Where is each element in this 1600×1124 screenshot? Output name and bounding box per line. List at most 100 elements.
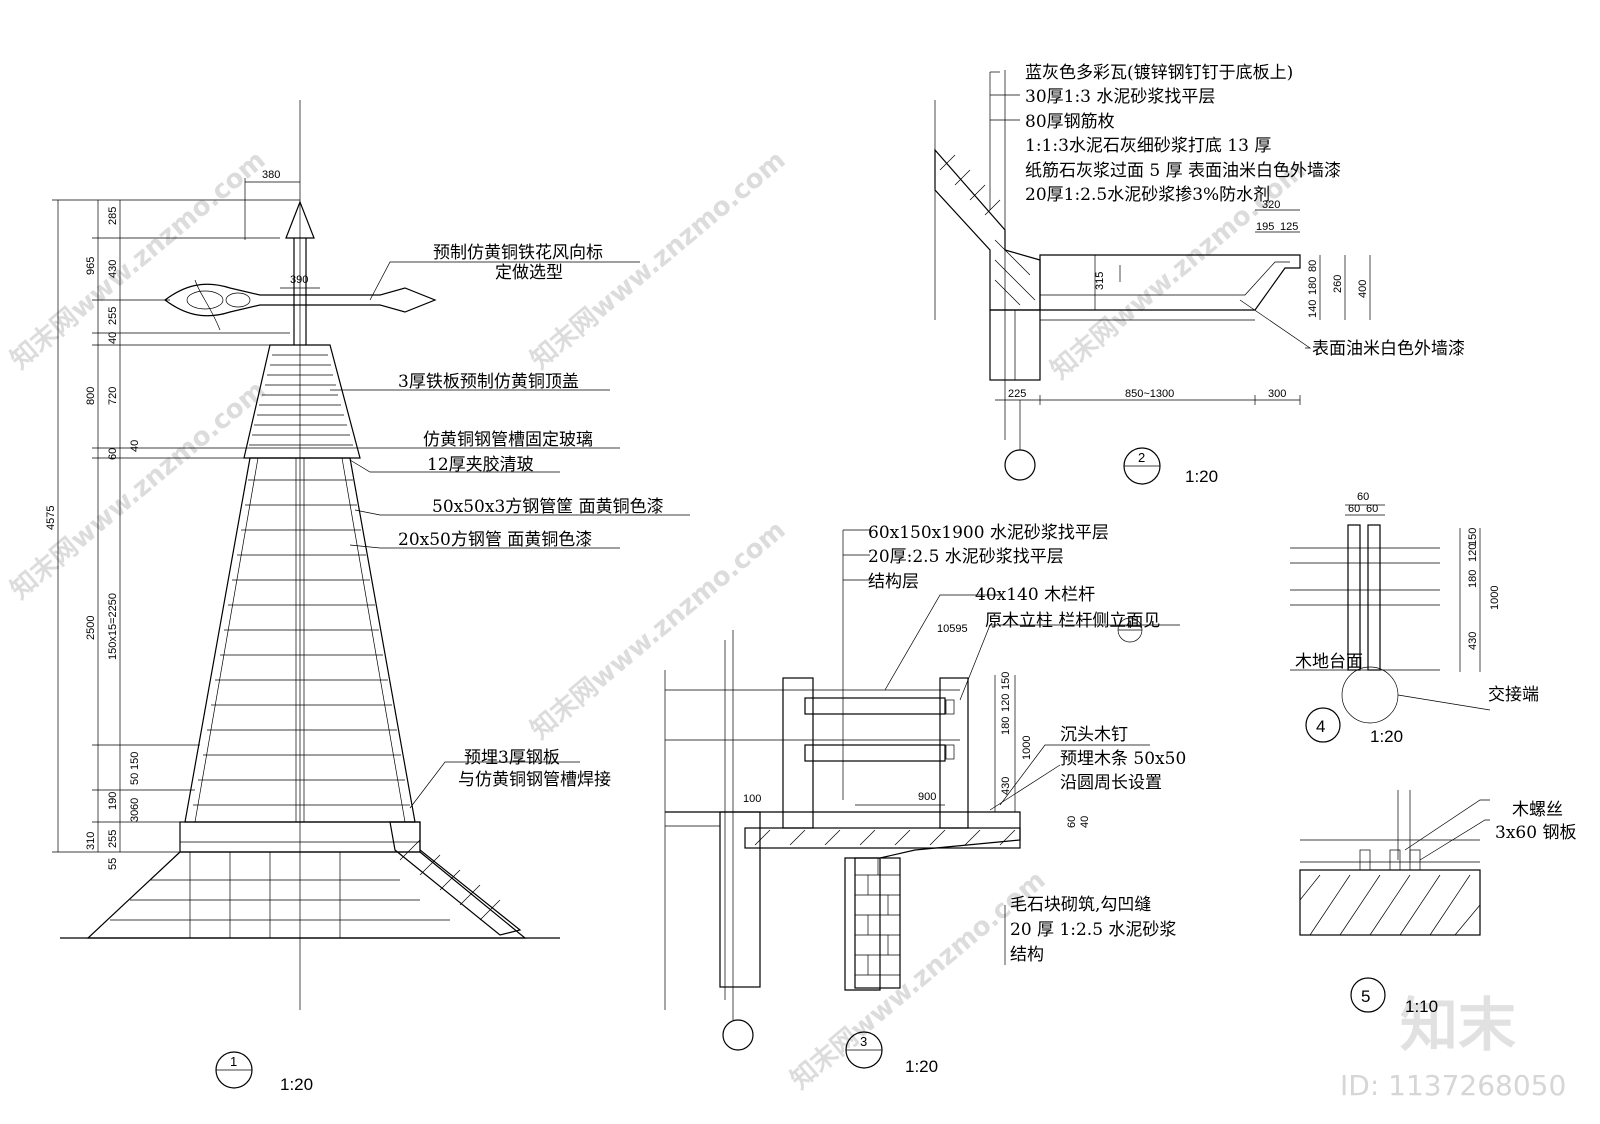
note-glass-channel: 仿黄铜钢管槽固定玻璃 [423, 430, 593, 450]
dim-60b: 60 [129, 798, 141, 810]
dim-55: 55 [107, 858, 119, 870]
detail-3-scale: 1:20 [905, 1057, 938, 1076]
dim-180: 180 [1307, 277, 1319, 295]
dim-430: 430 [1467, 632, 1479, 650]
note-waterproof: 20厚1:2.5水泥砂浆掺3%防水剂 [1025, 185, 1270, 205]
dim-225: 225 [1008, 388, 1026, 400]
dim-2250: 150x15=2250 [107, 593, 119, 660]
note-rubble-masonry: 毛石块砌筑,勾凹缝 [1010, 895, 1151, 915]
note-wood-rail: 40x140 木栏杆 [975, 585, 1095, 605]
dim-2500: 2500 [85, 616, 97, 640]
dim-260: 260 [1332, 275, 1344, 293]
dim-60a: 60 [1348, 503, 1360, 515]
note-frame-tube: 50x50x3方钢管筐 面黄铜色漆 [432, 497, 664, 517]
dim-10595: 10595 [937, 623, 968, 635]
dim-1000: 1000 [1489, 586, 1501, 610]
note-base-coat: 1:1:3水泥石灰细砂浆打底 13 厚 [1025, 136, 1271, 156]
brand-logo: 知末 [1400, 991, 1516, 1059]
dim-180: 180 [1000, 717, 1012, 735]
note-rib-tube: 20x50方钢管 面黄铜色漆 [398, 530, 592, 550]
dim-190: 190 [107, 792, 119, 810]
detail-4-joint: 60 60 60 150 120 180 430 1000 木地台面 交接端 4… [1290, 491, 1539, 746]
brand-id: ID: 1137268050 [1340, 1069, 1566, 1102]
detail-4-scale: 1:20 [1370, 727, 1403, 746]
detail-5-scale: 1:10 [1405, 997, 1438, 1016]
dim-125: 125 [1280, 221, 1298, 233]
note-embed-plate: 预埋3厚钢板 [464, 748, 560, 768]
note-vane: 预制仿黄铜铁花风向标 [433, 243, 603, 263]
detail-2-scale: 1:20 [1185, 467, 1218, 486]
note-cap: 3厚铁板预制仿黄铜顶盖 [398, 372, 579, 392]
detail-3-deck: 900 100 10595 150 120 180 1000 430 60 40… [664, 523, 1186, 1076]
dim-60: 60 [1066, 816, 1078, 828]
dim-965: 965 [85, 257, 97, 275]
detail-4-number: 4 [1316, 717, 1325, 736]
detail-2-eave: 225 850~1300 300 320 195 125 315 180 80 … [934, 63, 1465, 486]
note-embedded-strip: 预埋木条 50x50 [1060, 749, 1186, 769]
dim-40a: 40 [107, 332, 119, 344]
dim-850: 850~1300 [1125, 388, 1174, 400]
note-railing-top: 60x150x1900 水泥砂浆找平层 [868, 523, 1109, 543]
note-wood-screw: 木螺丝 [1512, 800, 1563, 820]
dim-150: 150 [129, 752, 141, 770]
detail-1-spire: 4575 965 285 430 255 40 800 720 60 40 25… [45, 100, 690, 1094]
ref-detail-4: 4 [1126, 619, 1132, 631]
note-steel-plate: 3x60 钢板 [1495, 823, 1576, 843]
note-embed-plate-2: 与仿黄铜钢管槽焊接 [458, 770, 611, 790]
dim-400: 400 [1357, 280, 1369, 298]
detail-5-number: 5 [1361, 987, 1370, 1006]
dim-310: 310 [85, 832, 97, 850]
note-vane-2: 定做选型 [495, 263, 563, 283]
dim-180: 180 [1467, 570, 1479, 588]
dim-60b: 60 [1366, 503, 1378, 515]
dim-100: 100 [743, 793, 761, 805]
note-mortar: 20 厚 1:2.5 水泥砂浆 [1010, 920, 1176, 940]
dim-total: 4575 [45, 506, 57, 530]
dim-315: 315 [1094, 272, 1106, 290]
dim-60: 60 [1357, 491, 1369, 503]
dim-720: 720 [107, 387, 119, 405]
dim-285: 285 [107, 207, 119, 225]
note-log-post: 原木立柱 栏杆侧立面见 [985, 611, 1160, 631]
dim-150: 150 [1000, 672, 1012, 690]
note-screed: 30厚1:3 水泥砂浆找平层 [1025, 87, 1215, 107]
detail-3-number: 3 [860, 1034, 867, 1049]
dim-430: 430 [107, 260, 119, 278]
note-screed-layer: 20厚:2.5 水泥砂浆找平层 [868, 547, 1064, 567]
dim-1000: 1000 [1021, 736, 1033, 760]
dim-120: 120 [1000, 694, 1012, 712]
dim-255: 255 [107, 307, 119, 325]
dim-255b: 255 [107, 830, 119, 848]
dim-60: 60 [107, 448, 119, 460]
note-structure: 结构 [1010, 945, 1044, 965]
note-tile: 蓝灰色多彩瓦(镀锌钢钉钉于底板上) [1025, 63, 1293, 83]
dim-195: 195 [1256, 221, 1274, 233]
note-paint: 表面油米白色外墙漆 [1312, 339, 1465, 359]
note-glass: 12厚夹胶清玻 [427, 455, 534, 475]
dim-80: 80 [1307, 260, 1319, 272]
note-joint-end: 交接端 [1488, 685, 1539, 705]
dim-320: 320 [1262, 199, 1280, 211]
detail-5-deck-joint: 木螺丝 3x60 钢板 5 1:10 [1299, 790, 1576, 1016]
detail-1-number: 1 [230, 1054, 237, 1069]
dim-380: 380 [262, 169, 280, 181]
dim-900: 900 [918, 791, 936, 803]
note-countersunk-nail: 沉头木钉 [1060, 725, 1128, 745]
watermark: 知末网www.znzmo.com [5, 145, 271, 375]
note-along-circumference: 沿圆周长设置 [1060, 773, 1162, 793]
detail-1-scale: 1:20 [280, 1075, 313, 1094]
watermark: 知末网www.znzmo.com [5, 375, 271, 605]
note-structure-layer: 结构层 [868, 572, 919, 592]
dim-40b: 40 [129, 440, 141, 452]
dim-140: 140 [1307, 300, 1319, 318]
detail-2-number: 2 [1138, 450, 1145, 465]
dim-50: 50 [129, 773, 141, 785]
dim-40: 40 [1079, 816, 1091, 828]
note-slab: 80厚钢筋枚 [1025, 112, 1115, 132]
dim-430: 430 [1000, 777, 1012, 795]
dim-300: 300 [1268, 388, 1286, 400]
dim-150: 150 [1467, 528, 1479, 546]
dim-30: 30 [129, 810, 141, 822]
